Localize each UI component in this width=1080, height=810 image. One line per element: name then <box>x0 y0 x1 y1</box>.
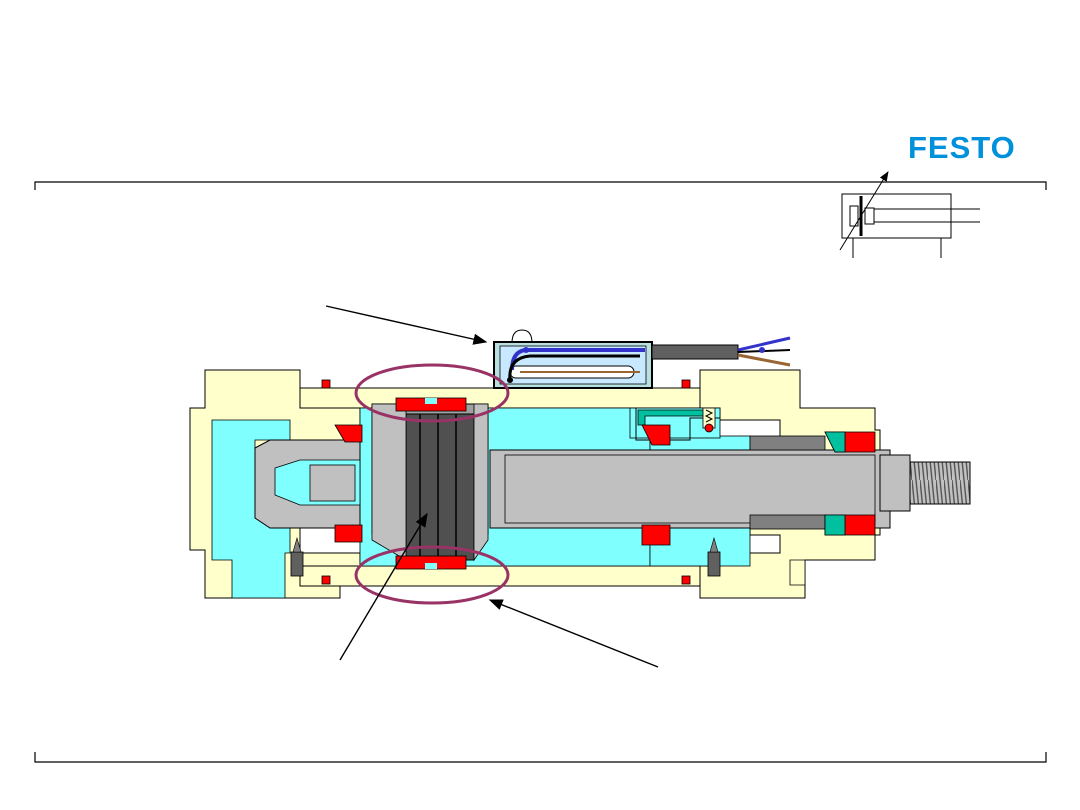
rod-thread <box>909 461 971 505</box>
arrow-to-piston <box>339 512 428 661</box>
reed-switch-sensor <box>493 329 791 389</box>
check-valve <box>637 407 716 433</box>
barrel-bottom <box>299 565 721 587</box>
festo-logo: FESTO <box>908 130 1016 165</box>
frame-lines <box>34 181 1047 763</box>
magnetic-ring-highlight-bottom <box>354 545 510 605</box>
magnetic-ring-highlight-top <box>354 363 510 423</box>
rod-seals <box>749 431 876 536</box>
festo-logo-text: FESTO <box>908 130 1016 165</box>
frame-bottom-line <box>34 752 1047 763</box>
piston <box>371 397 489 570</box>
magnetic-ring-highlights <box>354 363 510 605</box>
arrow-to-barrel <box>488 599 659 668</box>
frame-top-line <box>34 181 1047 190</box>
piston-seals <box>321 379 691 585</box>
cylinder-symbol <box>839 171 980 258</box>
pointer-arrows <box>325 305 659 668</box>
adjust-screws <box>290 536 721 577</box>
cushion-spigot <box>254 439 361 529</box>
piston-rod <box>489 449 971 529</box>
arrow-to-sensor <box>325 305 488 345</box>
